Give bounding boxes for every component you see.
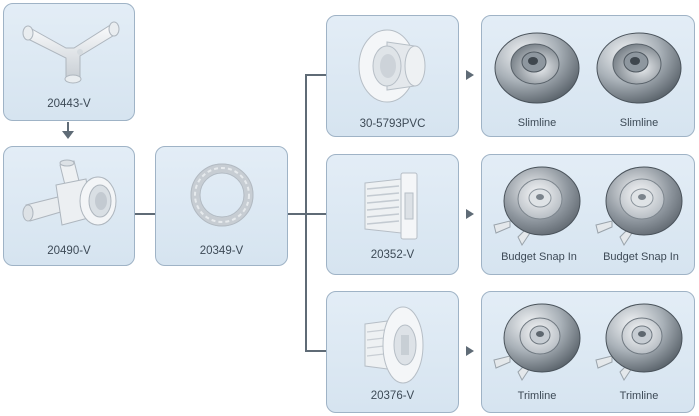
part-box-30-5793: 30-5793PVC: [326, 15, 459, 137]
part-label-20376: 20376-V: [370, 390, 415, 402]
slimline-jet-icon: [494, 32, 580, 104]
threaded-fitting-icon: [364, 172, 418, 240]
y-fitting-icon: [22, 21, 120, 84]
connector-to-20376: [305, 350, 326, 352]
connector-to-20352: [305, 213, 326, 215]
jet-box-trimline: Trimline Trimline: [481, 291, 695, 413]
snap-in-jet-icon: [493, 166, 581, 246]
arrow-right-icon: [466, 346, 474, 356]
jet-label-budget-right: Budget Snap In: [603, 251, 679, 263]
slimline-jet-icon: [596, 32, 682, 104]
jet-label-trimline-right: Trimline: [619, 390, 659, 402]
connector-to-30-5793: [305, 74, 326, 76]
jet-label-slimline-left: Slimline: [517, 117, 557, 129]
part-label-20349: 20349-V: [199, 245, 244, 257]
jet-box-slimline: Slimline Slimline: [481, 15, 695, 137]
flanged-fitting-icon: [364, 306, 424, 384]
part-box-20349: 20349-V: [155, 146, 288, 266]
part-label-20443: 20443-V: [47, 98, 91, 110]
jet-box-budget-snap-in: Budget Snap In Budget Snap In: [481, 154, 695, 275]
connector-20443-to-20490: [67, 122, 69, 132]
arrow-right-icon: [466, 70, 474, 80]
part-box-20376: 20376-V: [326, 291, 459, 413]
jet-label-budget-left: Budget Snap In: [501, 251, 577, 263]
wall-fitting-icon: [358, 29, 426, 103]
trimline-jet-icon: [595, 303, 683, 381]
part-box-20490: 20490-V: [3, 146, 135, 266]
part-label-20490: 20490-V: [47, 245, 91, 257]
arrow-down-icon: [62, 131, 74, 139]
jet-body-icon: [22, 159, 117, 226]
jet-label-slimline-right: Slimline: [619, 117, 659, 129]
gasket-ring-icon: [190, 163, 254, 227]
arrow-right-icon: [466, 209, 474, 219]
jet-label-trimline-left: Trimline: [517, 390, 557, 402]
part-box-20443: 20443-V: [3, 3, 135, 121]
snap-in-jet-icon: [595, 166, 683, 246]
connector-20490-to-20349: [135, 213, 155, 215]
part-label-30-5793: 30-5793PVC: [359, 118, 426, 130]
part-box-20352: 20352-V: [326, 154, 459, 275]
part-label-20352: 20352-V: [370, 249, 415, 261]
connector-20349-to-branch: [288, 213, 306, 215]
trimline-jet-icon: [493, 303, 581, 381]
